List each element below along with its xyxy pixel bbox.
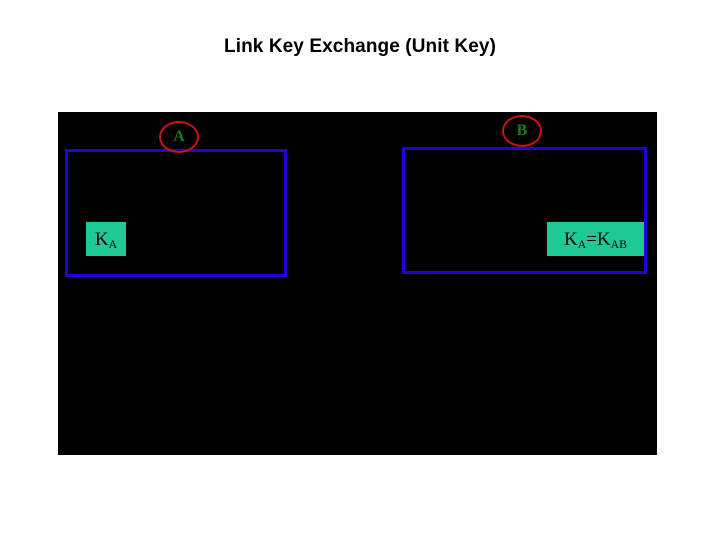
key-chip-b-subscript-2: AB xyxy=(610,238,628,252)
key-chip-b-operator: = xyxy=(586,228,597,250)
node-label-b-text: B xyxy=(516,122,528,139)
device-box-b xyxy=(402,147,647,274)
key-chip-b-subscript-1: A xyxy=(577,238,587,252)
node-label-a-text: A xyxy=(173,128,185,145)
node-label-b: B xyxy=(502,115,542,147)
diagram-canvas: A B KA KA=KAB xyxy=(58,112,657,455)
key-chip-a-base: K xyxy=(94,228,109,250)
key-chip-b-text: KA=KAB xyxy=(563,228,628,252)
page-title: Link Key Exchange (Unit Key) xyxy=(223,36,497,57)
key-chip-a-text: KA xyxy=(94,228,118,252)
node-label-a: A xyxy=(159,121,199,153)
key-chip-b: KA=KAB xyxy=(547,222,644,256)
key-chip-b-base-1: K xyxy=(563,228,578,250)
key-chip-a-subscript: A xyxy=(108,238,118,252)
key-chip-a: KA xyxy=(86,222,126,256)
device-box-a xyxy=(65,149,287,277)
key-chip-b-base-2: K xyxy=(596,228,611,250)
